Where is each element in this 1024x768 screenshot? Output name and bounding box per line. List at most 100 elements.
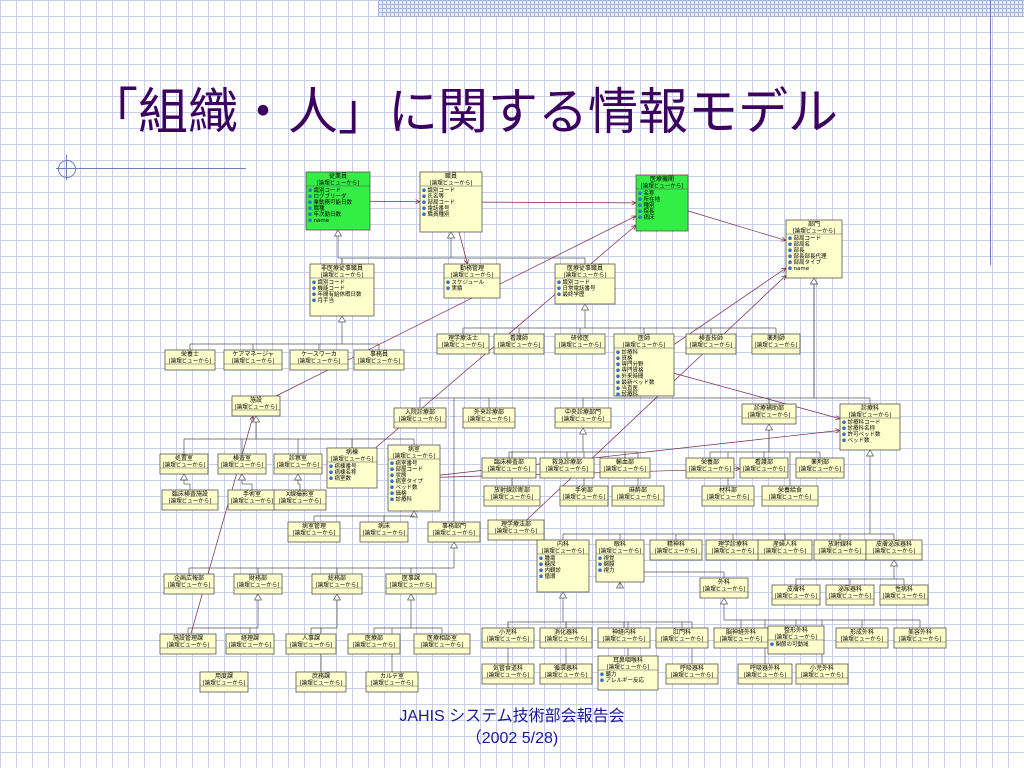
class-attribute: 聴力: [606, 670, 617, 678]
class-attribute: 月手当: [318, 296, 335, 304]
attribute-icon: [390, 467, 394, 472]
class-stereotype: [論理ビューから]: [873, 547, 916, 555]
class-name: 脳神経外科: [726, 628, 756, 636]
class-attribute: name: [314, 218, 330, 224]
class-attribute: 病室数: [335, 474, 352, 482]
class-box: [737, 663, 793, 685]
class-name: 診療補助部: [754, 404, 784, 412]
association-shisetsu_kanri-shisetsu: [190, 415, 254, 635]
class-name: 整形外科: [784, 626, 808, 634]
class-name: 医事課: [402, 574, 420, 582]
class-stereotype: [論理ビューから]: [690, 341, 733, 349]
class-stereotype: [論理ビューから]: [542, 547, 585, 555]
class-kangoshi: 看護師[論理ビューから]: [493, 333, 545, 355]
class-stereotype: [論理ビューから]: [829, 592, 872, 600]
class-byosho: 病床[論理ビューから]: [359, 521, 409, 543]
top-pattern-band: [378, 0, 1024, 17]
generalization-hiiryo: [189, 315, 380, 350]
class-box: [311, 573, 363, 595]
class-stereotype: [論理ビューから]: [331, 455, 374, 463]
class-iryobu: 医療部[論理ビューから]: [347, 633, 401, 655]
class-stereotype: [論理ビューから]: [363, 529, 406, 537]
attribute-icon: [616, 374, 620, 379]
class-name: 内科: [557, 540, 569, 548]
class-box: [893, 627, 947, 649]
class-attribute: 病室番号: [396, 459, 419, 467]
class-rigaku_shinryo: 理学診療科[論理ビューから]: [705, 539, 761, 561]
attribute-icon: [842, 426, 846, 431]
class-zaimu: 財務部[論理ビューから]: [233, 573, 283, 595]
class-stereotype: [論理ビューから]: [163, 461, 206, 469]
attribute-icon: [390, 485, 394, 490]
class-box: [427, 521, 481, 543]
class-box: [536, 539, 590, 593]
class-name: 総務部: [328, 574, 346, 582]
footer-org: JAHIS システム技術部会報告会: [399, 708, 625, 725]
class-box: [273, 489, 327, 511]
class-shujutsubu: 手術部[論理ビューから]: [559, 485, 609, 507]
class-attribute: 部局タイプ: [794, 258, 822, 266]
class-box: [665, 663, 719, 685]
class-attribute: 電話番号: [428, 204, 451, 212]
class-stereotype: [論理ビューから]: [769, 493, 812, 501]
class-sanfujinka: 産婦人科[論理ビューから]: [757, 539, 813, 561]
class-box: [287, 521, 341, 543]
attribute-icon: [616, 368, 620, 373]
attribute-icon: [638, 191, 642, 195]
class-box: [559, 485, 609, 507]
class-box: [751, 333, 801, 355]
class-box: [839, 403, 901, 451]
class-jimuin: 事務員[論理ビューから]: [353, 349, 405, 371]
class-box: [785, 219, 843, 279]
class-attribute: 診療科: [622, 348, 639, 356]
class-rinsho_kensa: 臨床検査部[論理ビューから]: [481, 457, 537, 479]
class-name: 従業員: [329, 172, 347, 180]
class-box: [597, 627, 651, 649]
class-kango: 看護部[論理ビューから]: [739, 457, 789, 479]
class-stereotype: [論理ビューから]: [641, 182, 684, 190]
class-seishin: 精神科[論理ビューから]: [649, 539, 703, 561]
class-attribute: 識別コード: [318, 278, 346, 286]
class-box: [483, 485, 541, 507]
generalization-byoshitsu: [313, 510, 419, 522]
class-stereotype: [論理ビューから]: [237, 581, 280, 589]
generalization-iryo: [462, 303, 777, 334]
class-stereotype: [論理ビューから]: [764, 547, 807, 555]
generalization-bumon: [419, 277, 819, 522]
class-stereotype: [論理ビューから]: [298, 357, 341, 365]
class-attribute: 最終学歴: [563, 290, 586, 298]
class-stereotype: [論理ビューから]: [353, 641, 396, 649]
class-stereotype: [論理ビューから]: [371, 679, 414, 687]
attribute-icon: [329, 464, 333, 469]
class-stereotype: [論理ビューから]: [883, 592, 926, 600]
class-name: 精神科: [667, 540, 685, 548]
class-attribute: 識別コード: [563, 278, 591, 286]
diagram-edges: [179, 199, 921, 672]
generalization-bumon: [809, 277, 871, 404]
class-stereotype: [論理ビューから]: [317, 179, 360, 187]
class-name: 神経内科: [612, 628, 636, 636]
class-attribute: 診療科名称: [848, 424, 876, 432]
class-box: [225, 633, 275, 655]
attribute-icon: [390, 461, 394, 466]
slide-title: 「組織・人」に関する情報モデル: [88, 83, 838, 141]
class-stereotype: [論理ビューから]: [293, 529, 336, 537]
class-box: [539, 457, 595, 479]
class-box: [795, 663, 849, 685]
class-kyukyu: 救急診療部[論理ビューから]: [539, 457, 595, 479]
class-box: [231, 395, 281, 417]
class-stereotype: [論理ビューから]: [775, 633, 818, 641]
class-somu: 総務部[論理ビューから]: [311, 573, 363, 595]
class-iryo_sodan: 医療相談室[論理ビューから]: [413, 633, 471, 655]
class-attribute: ベッド数: [396, 483, 419, 491]
class-attribute: 当直医: [622, 384, 639, 392]
class-box: [554, 407, 612, 429]
association-iryokikan-bumon: [687, 210, 787, 241]
association-arrowhead: [781, 267, 787, 273]
class-hoshasen: 放射線診断部[論理ビューから]: [483, 485, 541, 507]
class-shisetsu: 施設[論理ビューから]: [231, 395, 281, 417]
